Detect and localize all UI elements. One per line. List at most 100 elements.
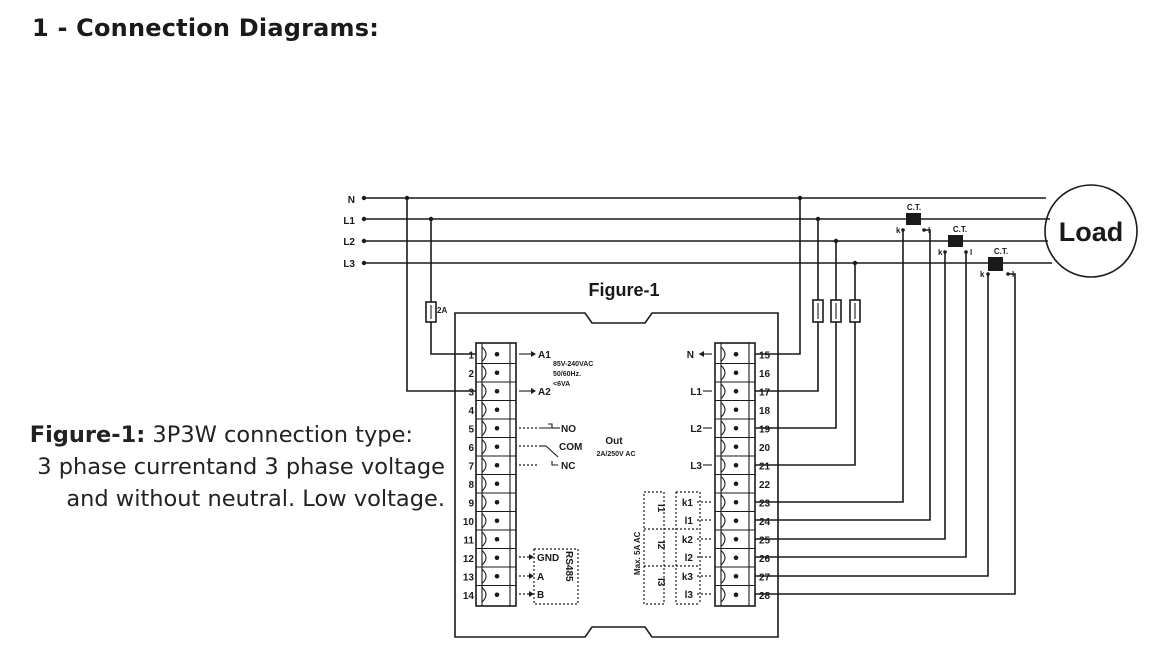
- terminal-14: [476, 584, 516, 603]
- terminal-number-8: 8: [468, 480, 474, 491]
- svg-text:k: k: [896, 226, 901, 235]
- terminal-4: [476, 399, 516, 418]
- terminal-1: [481, 346, 500, 362]
- terminal-number-21: 21: [759, 461, 771, 472]
- terminal-number-15: 15: [759, 350, 771, 361]
- svg-text:l2: l2: [685, 553, 694, 564]
- terminal-21: [715, 455, 755, 473]
- terminal-17: [715, 381, 755, 399]
- terminal-number-9: 9: [468, 498, 474, 509]
- terminal-8: [476, 473, 516, 492]
- svg-text:l: l: [970, 248, 972, 257]
- svg-text:k3: k3: [682, 572, 694, 583]
- label-rating: 2A/250V AC: [596, 451, 635, 458]
- caption-line-2: 3 phase currentand 3 phase voltage: [37, 454, 445, 480]
- svg-text:C.T.: C.T.: [953, 225, 967, 234]
- terminal-24: [715, 510, 755, 529]
- load-circle: [1044, 184, 1138, 278]
- terminal-23: [715, 492, 755, 510]
- terminal-26: [715, 547, 755, 566]
- terminal-number-28: 28: [759, 591, 771, 602]
- terminal-number-7: 7: [468, 461, 474, 472]
- terminal-number-4: 4: [468, 406, 474, 417]
- caption-text-1: 3P3W connection type:: [145, 422, 413, 448]
- line-label-n: N: [348, 195, 355, 206]
- terminal-number-23: 23: [759, 498, 771, 509]
- figure-title: Figure-1: [588, 280, 659, 300]
- terminal-number-5: 5: [468, 424, 474, 435]
- supply-input-labels: A1 A2 85V-240VAC 50/60Hz. <6VA: [519, 350, 593, 398]
- terminal-3: [476, 381, 516, 399]
- terminal-15: [720, 346, 739, 362]
- ct-wiring: [755, 229, 1016, 595]
- svg-text:l1: l1: [685, 516, 694, 527]
- terminal-number-14: 14: [463, 591, 475, 602]
- svg-text:C.T.: C.T.: [994, 247, 1008, 256]
- left-terminal-block: [475, 342, 517, 607]
- label-gnd: GND: [537, 553, 559, 564]
- svg-text:L1: L1: [690, 387, 702, 398]
- svg-text:L2: L2: [690, 424, 702, 435]
- terminal-number-24: 24: [759, 517, 771, 528]
- terminal-9: [476, 492, 516, 510]
- label-a1: A1: [538, 350, 551, 361]
- terminal-number-27: 27: [759, 572, 771, 583]
- label-a2: A2: [538, 387, 551, 398]
- terminal-number-1: 1: [468, 350, 474, 361]
- label-frequency: 50/60Hz.: [553, 371, 581, 378]
- caption-line-1: Figure-1: 3P3W connection type:: [0, 419, 445, 451]
- terminal-number-20: 20: [759, 443, 771, 454]
- relay-output: NO COM NC Out 2A/250V AC: [519, 423, 636, 472]
- line-label-l1: L1: [343, 216, 355, 227]
- terminal-7: [476, 455, 516, 473]
- terminal-27: [715, 566, 755, 584]
- label-max-current: Max. 5A AC: [633, 531, 642, 575]
- terminal-number-6: 6: [468, 443, 474, 454]
- meter-housing: [454, 312, 779, 638]
- rs485-port: GND A B RS485: [519, 548, 579, 605]
- voltage-sense-wiring: [755, 195, 861, 466]
- terminal-number-10: 10: [463, 517, 475, 528]
- group-i3: I3: [655, 578, 666, 587]
- terminal-number-25: 25: [759, 535, 771, 546]
- svg-text:k: k: [938, 248, 943, 257]
- svg-text:k2: k2: [682, 535, 694, 546]
- label-b: B: [537, 590, 544, 601]
- svg-text:C.T.: C.T.: [907, 203, 921, 212]
- svg-text:k: k: [980, 270, 985, 279]
- svg-text:N: N: [687, 350, 694, 361]
- terminal-number-13: 13: [463, 572, 475, 583]
- label-no: NO: [561, 424, 576, 435]
- voltage-input-labels: N L1 L2 L3: [687, 350, 712, 472]
- terminal-number-11: 11: [463, 535, 474, 546]
- group-i1: I1: [655, 504, 666, 513]
- terminal-number-26: 26: [759, 554, 771, 565]
- caption-line-3: and without neutral. Low voltage.: [66, 486, 445, 512]
- line-label-l3: L3: [343, 259, 355, 270]
- terminal-6: [476, 436, 516, 455]
- terminal-number-2: 2: [468, 369, 474, 380]
- terminal-22: [715, 473, 755, 492]
- label-a: A: [537, 572, 544, 583]
- terminal-12: [476, 547, 516, 566]
- terminal-number-12: 12: [463, 554, 475, 565]
- right-terminal-block: [714, 342, 756, 607]
- current-input-labels: k1 l1 k2 l2 k3 l3 I1 I2 I3 Max. 5A AC: [633, 491, 712, 605]
- supply-lines: N L1 L2 L3: [343, 195, 1052, 270]
- terminal-number-3: 3: [468, 387, 474, 398]
- terminal-19: [715, 418, 755, 436]
- load-label: Load: [1059, 217, 1124, 247]
- terminal-16: [715, 362, 755, 381]
- terminal-number-19: 19: [759, 424, 771, 435]
- terminal-11: [476, 529, 516, 547]
- label-com: COM: [559, 442, 582, 453]
- terminal-2: [476, 362, 516, 381]
- terminal-number-17: 17: [759, 387, 771, 398]
- svg-text:L3: L3: [690, 461, 702, 472]
- label-out: Out: [605, 436, 623, 447]
- caption-figure-ref: Figure-1:: [29, 422, 146, 448]
- terminal-13: [476, 566, 516, 584]
- terminal-5: [476, 418, 516, 436]
